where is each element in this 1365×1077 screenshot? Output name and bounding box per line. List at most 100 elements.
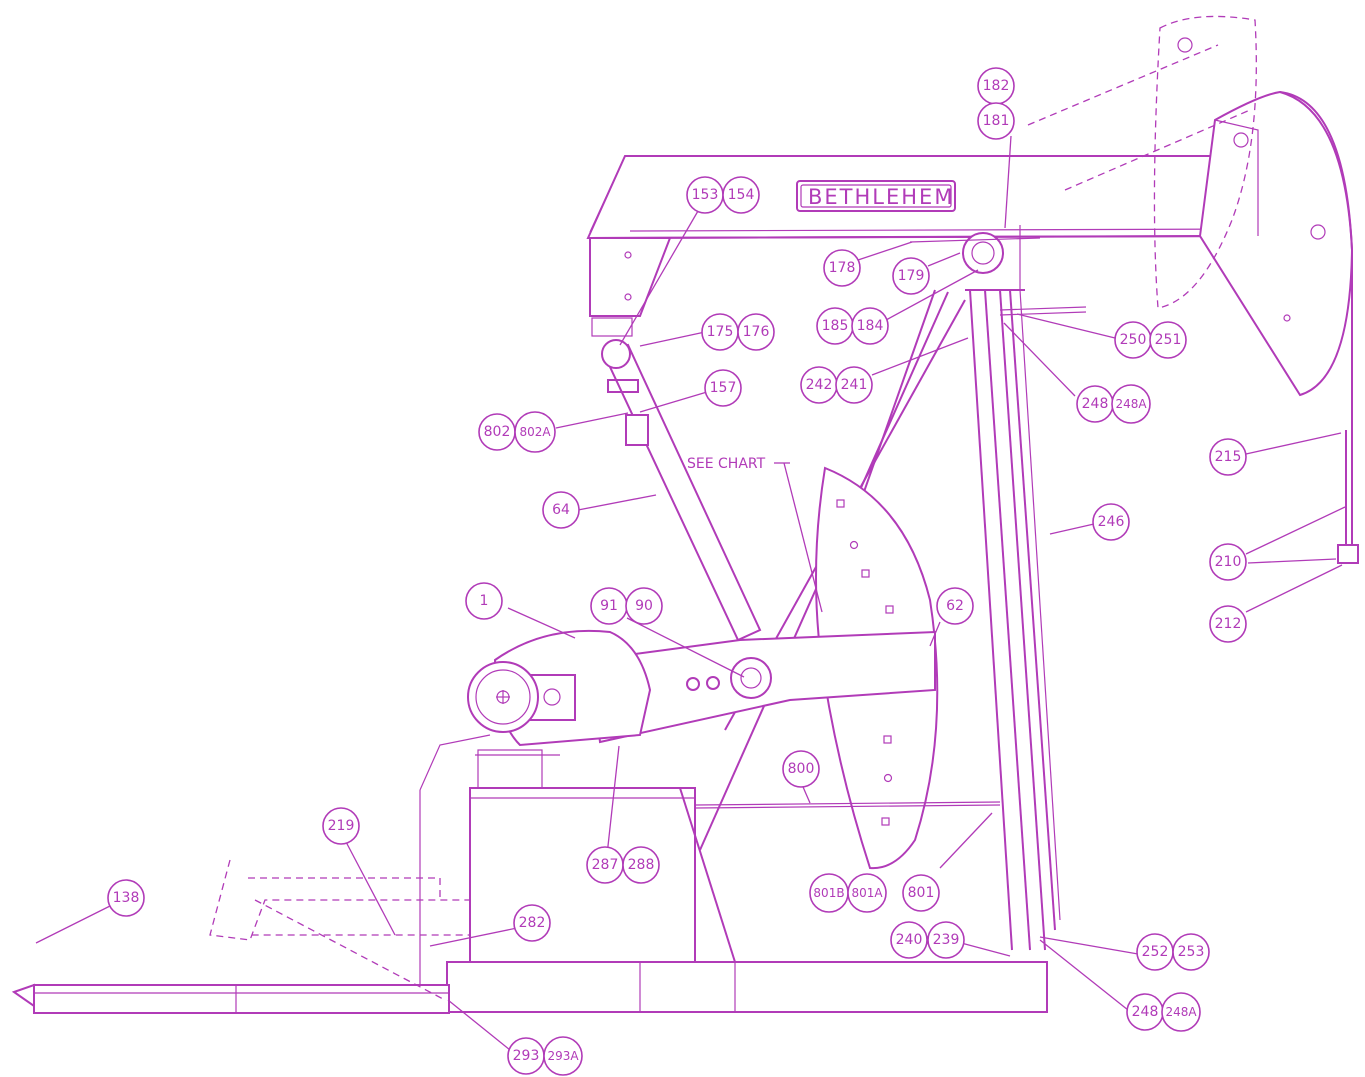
callout-800: 800 (782, 750, 820, 788)
svg-text:181: 181 (983, 113, 1010, 129)
svg-text:185: 185 (822, 318, 849, 334)
callout-248A-upper: 248A (1111, 384, 1151, 424)
callout-288: 288 (622, 846, 660, 884)
callout-64: 64 (542, 491, 580, 529)
svg-text:219: 219 (328, 818, 355, 834)
callout-248-upper: 248 (1076, 385, 1114, 423)
callout-248-lower: 248 (1126, 993, 1164, 1031)
svg-text:250: 250 (1120, 332, 1147, 348)
gear-reducer (493, 629, 652, 747)
callout-62: 62 (936, 587, 974, 625)
leader-lines (35, 135, 1346, 1051)
svg-text:242: 242 (806, 377, 833, 393)
svg-text:215: 215 (1215, 449, 1242, 465)
brand-plate: BETHLEHEM (796, 180, 956, 212)
callout-242: 242 (800, 366, 838, 404)
callout-248A-lower: 248A (1161, 992, 1201, 1032)
svg-text:1: 1 (480, 593, 489, 609)
callout-210: 210 (1209, 543, 1247, 581)
callout-176: 176 (737, 313, 775, 351)
brand-plate-text: BETHLEHEM (808, 185, 954, 209)
svg-text:176: 176 (743, 324, 770, 340)
svg-text:154: 154 (728, 187, 755, 203)
base-structure (11, 749, 1048, 1014)
callout-178: 178 (823, 249, 861, 287)
callout-802: 802 (478, 413, 516, 451)
callout-241: 241 (835, 366, 873, 404)
svg-text:802A: 802A (519, 425, 551, 439)
svg-text:90: 90 (635, 598, 653, 614)
svg-text:293A: 293A (547, 1049, 579, 1063)
callout-90: 90 (625, 587, 663, 625)
callout-253: 253 (1172, 933, 1210, 971)
svg-text:801B: 801B (813, 886, 844, 900)
callout-185: 185 (816, 307, 854, 345)
callout-251: 251 (1149, 321, 1187, 359)
svg-text:212: 212 (1215, 616, 1242, 632)
callout-91: 91 (590, 587, 628, 625)
callout-212: 212 (1209, 605, 1247, 643)
callout-239: 239 (927, 921, 965, 959)
svg-text:282: 282 (519, 915, 546, 931)
svg-text:251: 251 (1155, 332, 1182, 348)
svg-text:252: 252 (1142, 944, 1169, 960)
saddle-bearing (909, 225, 1041, 290)
svg-text:246: 246 (1098, 514, 1125, 530)
svg-text:288: 288 (628, 857, 655, 873)
svg-text:239: 239 (933, 932, 960, 948)
brake-lever (209, 734, 491, 1001)
callout-184: 184 (851, 307, 889, 345)
see-chart-note: SEE CHART (687, 456, 766, 472)
svg-text:62: 62 (946, 598, 964, 614)
callout-1: 1 (465, 582, 503, 620)
svg-text:179: 179 (898, 268, 925, 284)
callout-215: 215 (1209, 438, 1247, 476)
callout-153: 153 (686, 176, 724, 214)
svg-text:287: 287 (592, 857, 619, 873)
svg-text:138: 138 (113, 890, 140, 906)
pitman-arm (601, 339, 762, 642)
callout-154: 154 (722, 176, 760, 214)
svg-text:240: 240 (896, 932, 923, 948)
svg-text:248: 248 (1082, 396, 1109, 412)
callout-219: 219 (322, 807, 360, 845)
callout-250: 250 (1114, 321, 1152, 359)
svg-text:178: 178 (829, 260, 856, 276)
svg-text:64: 64 (552, 502, 570, 518)
svg-text:157: 157 (710, 380, 737, 396)
callout-175: 175 (701, 313, 739, 351)
svg-text:175: 175 (707, 324, 734, 340)
svg-text:248A: 248A (1165, 1005, 1197, 1019)
svg-text:801A: 801A (851, 886, 883, 900)
svg-text:210: 210 (1215, 554, 1242, 570)
wireline-hanger (1279, 91, 1359, 564)
callout-181: 181 (977, 102, 1015, 140)
svg-text:248A: 248A (1115, 397, 1147, 411)
callout-802A: 802A (514, 411, 556, 453)
svg-text:253: 253 (1178, 944, 1205, 960)
callout-252: 252 (1136, 933, 1174, 971)
callout-293: 293 (507, 1037, 545, 1075)
callout-293A: 293A (543, 1036, 583, 1076)
callout-801A: 801A (847, 873, 887, 913)
callout-157: 157 (704, 369, 742, 407)
walking-beam (586, 155, 1263, 337)
svg-text:800: 800 (788, 761, 815, 777)
callout-182: 182 (977, 67, 1015, 105)
motor (467, 661, 539, 733)
callout-246: 246 (1092, 503, 1130, 541)
callout-801B: 801B (809, 873, 849, 913)
callout-240: 240 (890, 921, 928, 959)
svg-text:248: 248 (1132, 1004, 1159, 1020)
svg-text:91: 91 (600, 598, 618, 614)
svg-text:293: 293 (513, 1048, 540, 1064)
svg-text:241: 241 (841, 377, 868, 393)
svg-text:184: 184 (857, 318, 884, 334)
callout-138: 138 (107, 879, 145, 917)
svg-text:802: 802 (484, 424, 511, 440)
svg-text:801: 801 (908, 885, 935, 901)
callout-287: 287 (586, 846, 624, 884)
svg-text:153: 153 (692, 187, 719, 203)
